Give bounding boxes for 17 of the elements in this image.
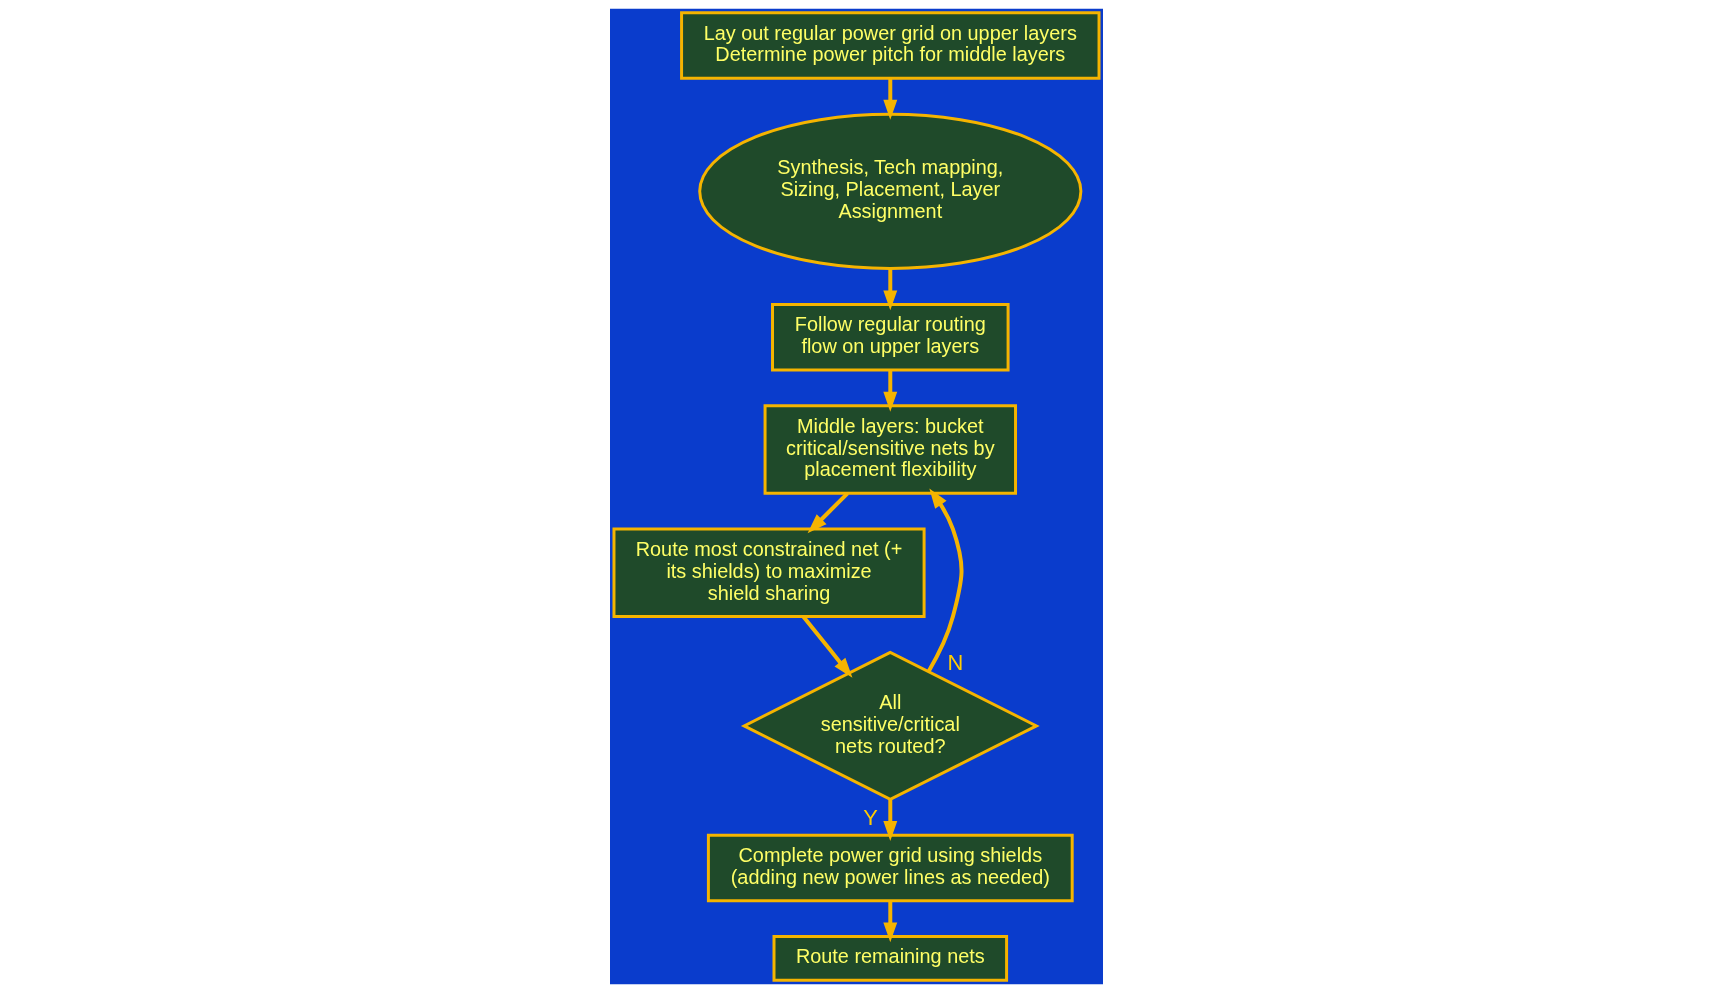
arrow xyxy=(807,491,849,534)
arrow xyxy=(882,900,897,943)
node-box: Complete power grid using shields (adding new power lines as needed) xyxy=(706,833,1074,903)
node-box: Lay out regular power grid on upper layers Determine power pitch for middle layers xyxy=(679,11,1100,80)
arrow xyxy=(882,268,897,311)
edge-label: N xyxy=(947,649,963,675)
edge-label: Y xyxy=(862,805,878,831)
node-box: Middle layers: bucket critical/sensitive nets by placement flexibility xyxy=(763,404,1017,495)
arrow xyxy=(882,370,897,412)
arrow xyxy=(801,615,852,678)
arrow xyxy=(926,488,963,673)
node-box: Follow regular routing flow on upper layers xyxy=(770,302,1010,372)
arrow xyxy=(882,799,897,842)
arrow xyxy=(882,78,897,120)
node-box: Route remaining nets xyxy=(772,935,1008,982)
node-box: Route most constrained net (+ its shields) to maximize shield sharing xyxy=(612,527,926,619)
node-ellipse: Synthesis, Tech mapping, Sizing, Placement, Layer Assignment xyxy=(697,112,1082,270)
